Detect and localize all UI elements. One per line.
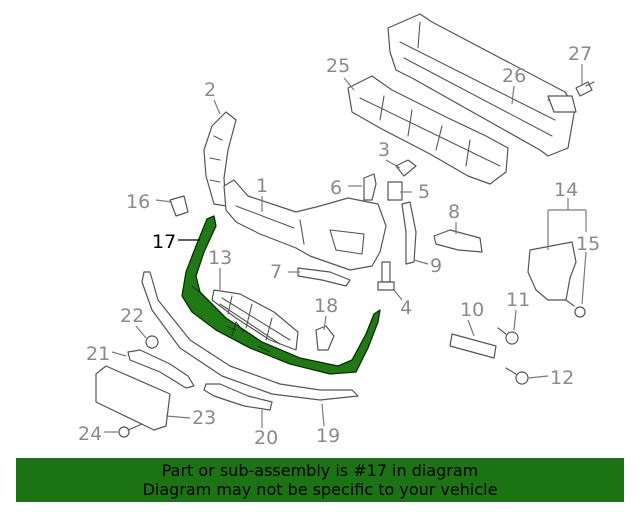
callout-4: 4 — [400, 297, 412, 319]
part-14-mud-guard — [527, 241, 577, 301]
callout-2: 2 — [204, 79, 216, 101]
part-13-grille — [211, 289, 299, 351]
callout-5: 5 — [418, 181, 430, 203]
part-1-bumper-cover — [223, 179, 387, 271]
callout-7: 7 — [270, 261, 282, 283]
part-8-bracket — [433, 229, 483, 253]
banner-line-disclaimer: Diagram may not be specific to your vehi… — [142, 480, 498, 499]
callout-15: 15 — [576, 233, 600, 255]
part-6-clip — [363, 173, 377, 201]
leader-lines — [104, 64, 587, 433]
part-15-screw — [565, 299, 586, 318]
callout-27: 27 — [568, 43, 592, 65]
part-4-bolt — [377, 261, 395, 291]
exploded-parts-diagram: 1 2 3 4 5 6 7 8 9 10 11 12 13 14 15 16 1… — [78, 13, 600, 449]
part-19-lower-spoiler — [141, 271, 359, 401]
callout-14: 14 — [554, 179, 578, 201]
part-16-clip — [169, 195, 189, 217]
part-22-clip — [145, 335, 159, 349]
part-12-bolt — [505, 367, 529, 385]
callout-10: 10 — [460, 299, 484, 321]
callout-1: 1 — [256, 175, 268, 197]
part-20-trim — [203, 383, 273, 411]
part-27-bolt — [575, 81, 595, 97]
part-7-trim-strip — [297, 267, 351, 287]
callout-16: 16 — [126, 191, 150, 213]
callout-6: 6 — [330, 177, 342, 199]
info-banner: Part or sub-assembly is #17 in diagram D… — [16, 458, 624, 502]
callout-12: 12 — [550, 367, 574, 389]
part-26-reinforcement-beam — [387, 13, 577, 157]
callout-22: 22 — [120, 305, 144, 327]
part-5-plate — [387, 181, 403, 201]
part-11-bolt — [497, 327, 519, 345]
callout-labels: 1 2 3 4 5 6 7 8 9 10 11 12 13 14 15 16 1… — [78, 43, 600, 449]
callout-23: 23 — [192, 407, 216, 429]
part-23-plate — [95, 365, 171, 431]
callout-13: 13 — [208, 247, 232, 269]
callout-21: 21 — [86, 343, 110, 365]
callout-8: 8 — [448, 201, 460, 223]
callout-24: 24 — [78, 423, 102, 445]
callout-3: 3 — [378, 139, 390, 161]
part-18-bracket — [315, 325, 335, 351]
part-25-energy-absorber — [347, 75, 509, 185]
part-9-side-guide — [401, 201, 417, 265]
callout-19: 19 — [316, 425, 340, 447]
part-17-lower-bumper-panel — [181, 215, 381, 375]
part-21-strip — [127, 349, 195, 389]
part-24-screw — [118, 423, 143, 438]
callout-9: 9 — [430, 255, 442, 277]
callout-25: 25 — [326, 55, 350, 77]
callout-11: 11 — [506, 289, 530, 311]
callout-26: 26 — [502, 65, 526, 87]
banner-line-part-info: Part or sub-assembly is #17 in diagram — [161, 461, 479, 480]
part-10-reflector — [449, 333, 497, 359]
part-3-bracket — [395, 159, 417, 177]
callout-18: 18 — [314, 295, 338, 317]
part-2-side-bracket — [203, 111, 237, 207]
callout-20: 20 — [254, 427, 278, 449]
callout-17: 17 — [152, 231, 176, 253]
